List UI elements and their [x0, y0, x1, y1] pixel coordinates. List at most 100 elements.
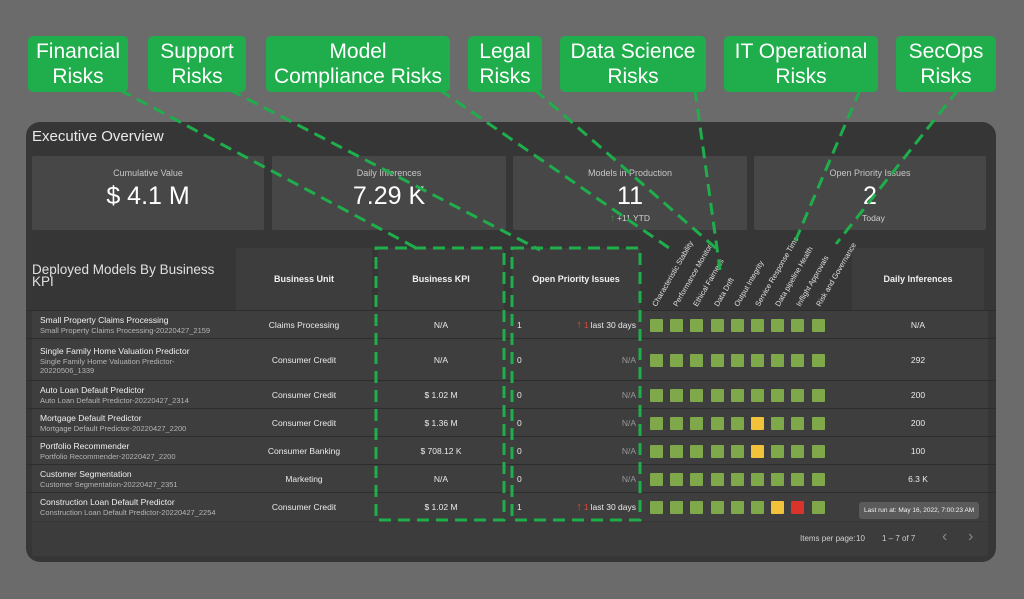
- health-indicator[interactable]: [690, 444, 704, 458]
- health-indicator[interactable]: [710, 318, 724, 332]
- health-indicator[interactable]: [690, 416, 704, 430]
- health-indicator[interactable]: [751, 500, 764, 514]
- health-indicator[interactable]: [730, 318, 744, 332]
- health-indicator[interactable]: [771, 500, 785, 514]
- health-indicator[interactable]: [730, 444, 744, 458]
- health-indicator[interactable]: [710, 416, 724, 430]
- health-indicator[interactable]: [791, 416, 805, 430]
- row-background: [32, 339, 988, 381]
- health-indicator[interactable]: [791, 318, 805, 332]
- health-indicator[interactable]: [771, 416, 785, 430]
- health-indicator[interactable]: [670, 388, 684, 402]
- model-version: Customer Segmentation-20220427_2351: [40, 480, 178, 489]
- open-issues-note-cell: N/A: [540, 339, 636, 381]
- model-name: Portfolio Recommender: [40, 441, 130, 451]
- health-indicator[interactable]: [690, 353, 704, 367]
- health-indicator[interactable]: [730, 416, 744, 430]
- health-indicator[interactable]: [791, 388, 805, 402]
- health-indicator[interactable]: [771, 472, 785, 486]
- health-indicator[interactable]: [650, 500, 663, 514]
- model-version: Portfolio Recommender-20220427_2200: [40, 452, 176, 461]
- health-indicator[interactable]: [730, 500, 744, 514]
- row-background: [32, 409, 988, 437]
- health-indicator[interactable]: [811, 500, 825, 514]
- health-indicator[interactable]: [751, 444, 764, 458]
- health-indicator[interactable]: [670, 353, 684, 367]
- column-header-open-priority-issues[interactable]: Open Priority Issues: [512, 248, 640, 310]
- health-indicator[interactable]: [771, 444, 785, 458]
- column-header-label: Business Unit: [273, 274, 334, 284]
- health-indicator[interactable]: [690, 472, 704, 486]
- health-indicator[interactable]: [811, 416, 825, 430]
- health-indicator[interactable]: [650, 388, 663, 402]
- callout-label: SecOps Risks: [908, 40, 984, 88]
- health-indicator[interactable]: [710, 444, 724, 458]
- health-indicator[interactable]: [710, 472, 724, 486]
- health-indicator[interactable]: [670, 444, 684, 458]
- health-indicator[interactable]: [670, 472, 684, 486]
- open-issues-count: 0: [517, 355, 522, 365]
- callout-label: IT Operational Risks: [734, 40, 868, 88]
- prev-page-button[interactable]: ‹: [942, 528, 948, 545]
- health-indicator[interactable]: [751, 416, 764, 430]
- health-indicator[interactable]: [650, 318, 663, 332]
- health-indicator[interactable]: [811, 388, 825, 402]
- health-indicator[interactable]: [690, 318, 704, 332]
- open-issues-count: 0: [517, 418, 522, 428]
- health-indicator[interactable]: [650, 444, 663, 458]
- next-page-button[interactable]: ›: [968, 528, 974, 545]
- health-indicator[interactable]: [791, 444, 805, 458]
- column-header-label: Daily Inferences: [883, 274, 953, 284]
- health-indicator[interactable]: [730, 472, 744, 486]
- health-indicator[interactable]: [650, 472, 663, 486]
- health-indicator[interactable]: [730, 353, 744, 367]
- column-header-daily-inferences[interactable]: Daily Inferences: [852, 248, 984, 310]
- health-indicator[interactable]: [650, 353, 663, 367]
- health-indicator[interactable]: [670, 318, 684, 332]
- health-indicator[interactable]: [710, 500, 724, 514]
- health-indicator[interactable]: [650, 416, 663, 430]
- health-indicator[interactable]: [751, 388, 764, 402]
- column-header-business-kpi[interactable]: Business KPI: [378, 248, 504, 310]
- health-indicator[interactable]: [751, 472, 764, 486]
- kpi-label: Models in Production: [587, 168, 673, 178]
- health-indicator[interactable]: [690, 388, 704, 402]
- health-indicator[interactable]: [811, 318, 825, 332]
- health-indicator[interactable]: [791, 353, 805, 367]
- health-indicator[interactable]: [710, 353, 724, 367]
- open-issues-note-cell: N/A: [540, 437, 636, 465]
- health-indicator[interactable]: [710, 388, 724, 402]
- health-indicator[interactable]: [730, 388, 744, 402]
- health-indicator[interactable]: [771, 388, 785, 402]
- health-indicator[interactable]: [670, 500, 684, 514]
- health-indicator[interactable]: [670, 416, 684, 430]
- health-indicator[interactable]: [771, 353, 785, 367]
- model-version: Single Family Home Valuation Predictor- …: [40, 356, 175, 375]
- last-run-tooltip: Last run at: May 16, 2022, 7:00:23 AM: [859, 502, 980, 519]
- health-indicator[interactable]: [791, 500, 805, 514]
- health-indicator[interactable]: [811, 444, 825, 458]
- health-indicator[interactable]: [811, 353, 825, 367]
- health-indicator[interactable]: [751, 353, 764, 367]
- health-indicator[interactable]: [751, 318, 764, 332]
- health-indicator[interactable]: [811, 472, 825, 486]
- health-indicator[interactable]: [791, 472, 805, 486]
- items-per-page-select[interactable]: 10: [856, 534, 865, 543]
- health-indicator[interactable]: [690, 500, 704, 514]
- column-header-business-unit[interactable]: Business Unit: [236, 248, 372, 310]
- health-indicator[interactable]: [771, 318, 785, 332]
